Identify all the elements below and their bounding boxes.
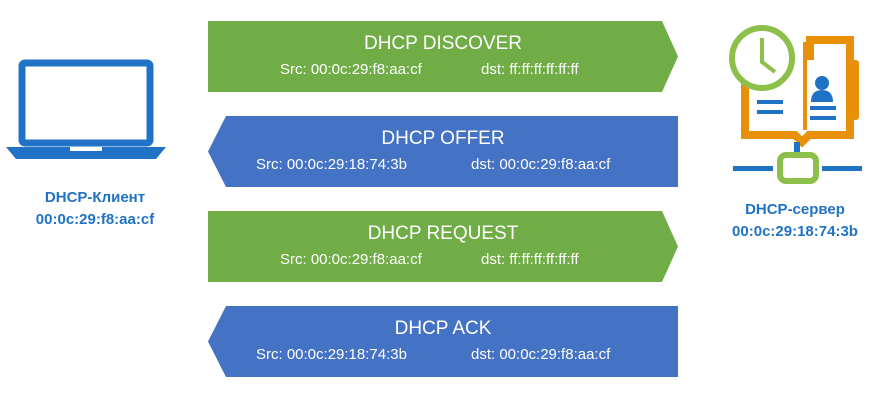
server-label: DHCP-сервер 00:0c:29:18:74:3b	[710, 199, 871, 243]
server-name: DHCP-сервер	[745, 201, 845, 218]
server-mac: 00:0c:29:18:74:3b	[732, 223, 858, 240]
client-label: DHCP-Клиент 00:0c:29:f8:aa:cf	[10, 187, 180, 231]
message-src: Src: 00:0c:29:f8:aa:cf	[280, 61, 422, 78]
client-name: DHCP-Клиент	[44, 189, 146, 206]
message-dst: dst: 00:0c:29:f8:aa:cf	[471, 156, 611, 173]
client-mac: 00:0c:29:f8:aa:cf	[35, 211, 155, 228]
message-title: DHCP DISCOVER	[363, 33, 522, 54]
message-src: Src: 00:0c:29:18:74:3b	[256, 346, 407, 363]
message-src: Src: 00:0c:29:18:74:3b	[256, 156, 407, 173]
message-title: DHCP ACK	[394, 318, 492, 339]
discover-arrow: DHCP DISCOVER Src: 00:0c:29:f8:aa:cf dst…	[208, 21, 678, 92]
laptop-icon	[6, 59, 166, 159]
message-dst: dst: 00:0c:29:f8:aa:cf	[471, 346, 611, 363]
offer-arrow: DHCP OFFER Src: 00:0c:29:18:74:3b dst: 0…	[208, 116, 678, 187]
message-title: DHCP REQUEST	[367, 223, 519, 244]
message-dst: dst: ff:ff:ff:ff:ff:ff	[481, 61, 579, 78]
server-directory-icon	[729, 25, 862, 184]
message-dst: dst: ff:ff:ff:ff:ff:ff	[481, 251, 579, 268]
request-arrow: DHCP REQUEST Src: 00:0c:29:f8:aa:cf dst:…	[208, 211, 678, 282]
message-title: DHCP OFFER	[381, 128, 505, 149]
ack-arrow: DHCP ACK Src: 00:0c:29:18:74:3b dst: 00:…	[208, 306, 678, 377]
message-src: Src: 00:0c:29:f8:aa:cf	[280, 251, 422, 268]
